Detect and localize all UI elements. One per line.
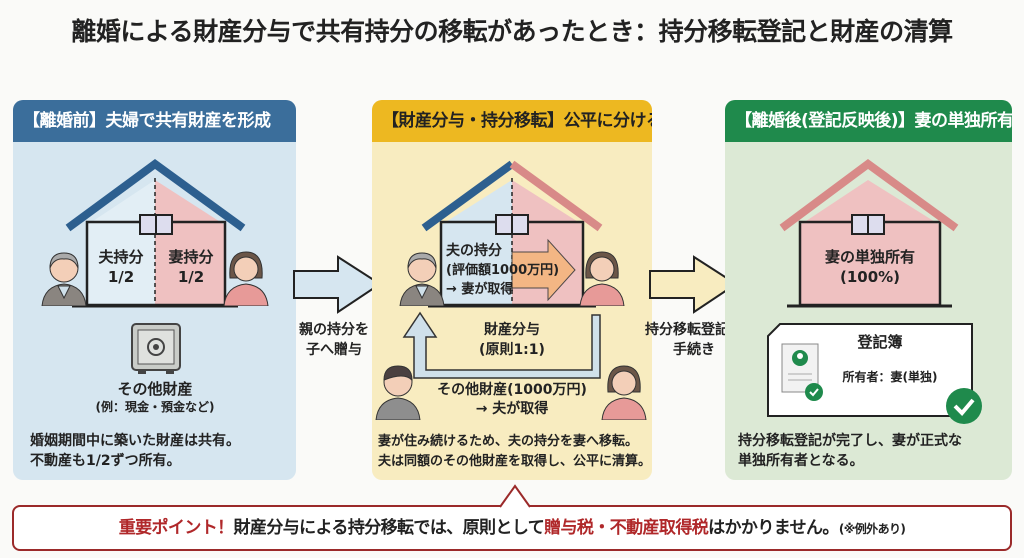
registry-owner: 所有者：妻(単独) [842,370,938,384]
husband-share-fraction: 1/2 [107,268,135,286]
panel-header: 【離婚後(登記反映後)】妻の単独所有に [725,100,1012,142]
husband-share-label: 夫の持分 [446,243,502,259]
arrow-right-icon [293,255,382,314]
safe-icon [131,323,181,374]
panel-note-2: 不動産も1/2ずつ所有。 [30,453,181,469]
division-label: 財産分与 [484,322,540,338]
wife-share-fraction: 1/2 [177,268,205,286]
ownership-label: 妻の単独所有 [824,248,915,266]
callout-pointer [499,484,531,508]
arrow-right-icon [649,255,738,314]
ownership-percent: (100%) [839,268,901,286]
panel-note-1: 持分移転登記が完了し、妻が正式な [738,433,962,449]
other-assets-label: その他財産 [117,380,193,398]
panel-note-1: 婚姻期間中に築いた財産は共有。 [30,433,240,449]
callout-text-2: はかかりません。 [708,518,839,538]
valuation-label: (評価額1000万円) [446,263,560,278]
callout-text-1: 財産分与による持分移転では、原則として [233,518,545,538]
panel-note-1: 妻が住み続けるため、夫の持分を妻へ移転。 [378,434,639,449]
callout-lead: 重要ポイント！ [118,518,234,538]
registry-title: 登記簿 [857,333,903,351]
arrow2-label-2: 手続き [673,342,715,358]
husband-share-label: 夫持分 [98,248,144,266]
other-assets-example: (例：現金・預金など) [95,400,215,414]
panel-header: 【財産分与・持分移転】公平に分ける [372,100,652,142]
important-point-callout: 重要ポイント！財産分与による持分移転では、原則として贈与税・不動産取得税はかかり… [12,505,1012,551]
panel-note-2: 単独所有者となる。 [738,453,864,469]
to-wife-label: → 妻が取得 [446,282,514,297]
page-title: 離婚による財産分与で共有持分の移転があったとき：持分移転登記と財産の清算 [71,17,953,46]
arrow2-label-1: 持分移転登記の [645,322,743,338]
check-icon [946,388,982,424]
arrow1-label-2: 子へ贈与 [306,342,362,358]
principle-label: (原則1:1) [479,342,545,358]
arrow1-label-1: 親の持分を [299,322,369,338]
panel-note-2: 夫は同額のその他財産を取得し、公平に清算。 [378,454,652,469]
panel-header: 【離婚前】夫婦で共有財産を形成 [13,100,296,142]
callout-highlight: 贈与税・不動産取得税 [544,518,709,538]
callout-note: (※例外あり) [838,522,906,536]
other-assets-label: その他財産(1000万円) [437,382,587,398]
wife-share-label: 妻持分 [168,248,214,266]
registry-document [767,323,973,417]
to-husband-label: → 夫が取得 [475,401,549,417]
